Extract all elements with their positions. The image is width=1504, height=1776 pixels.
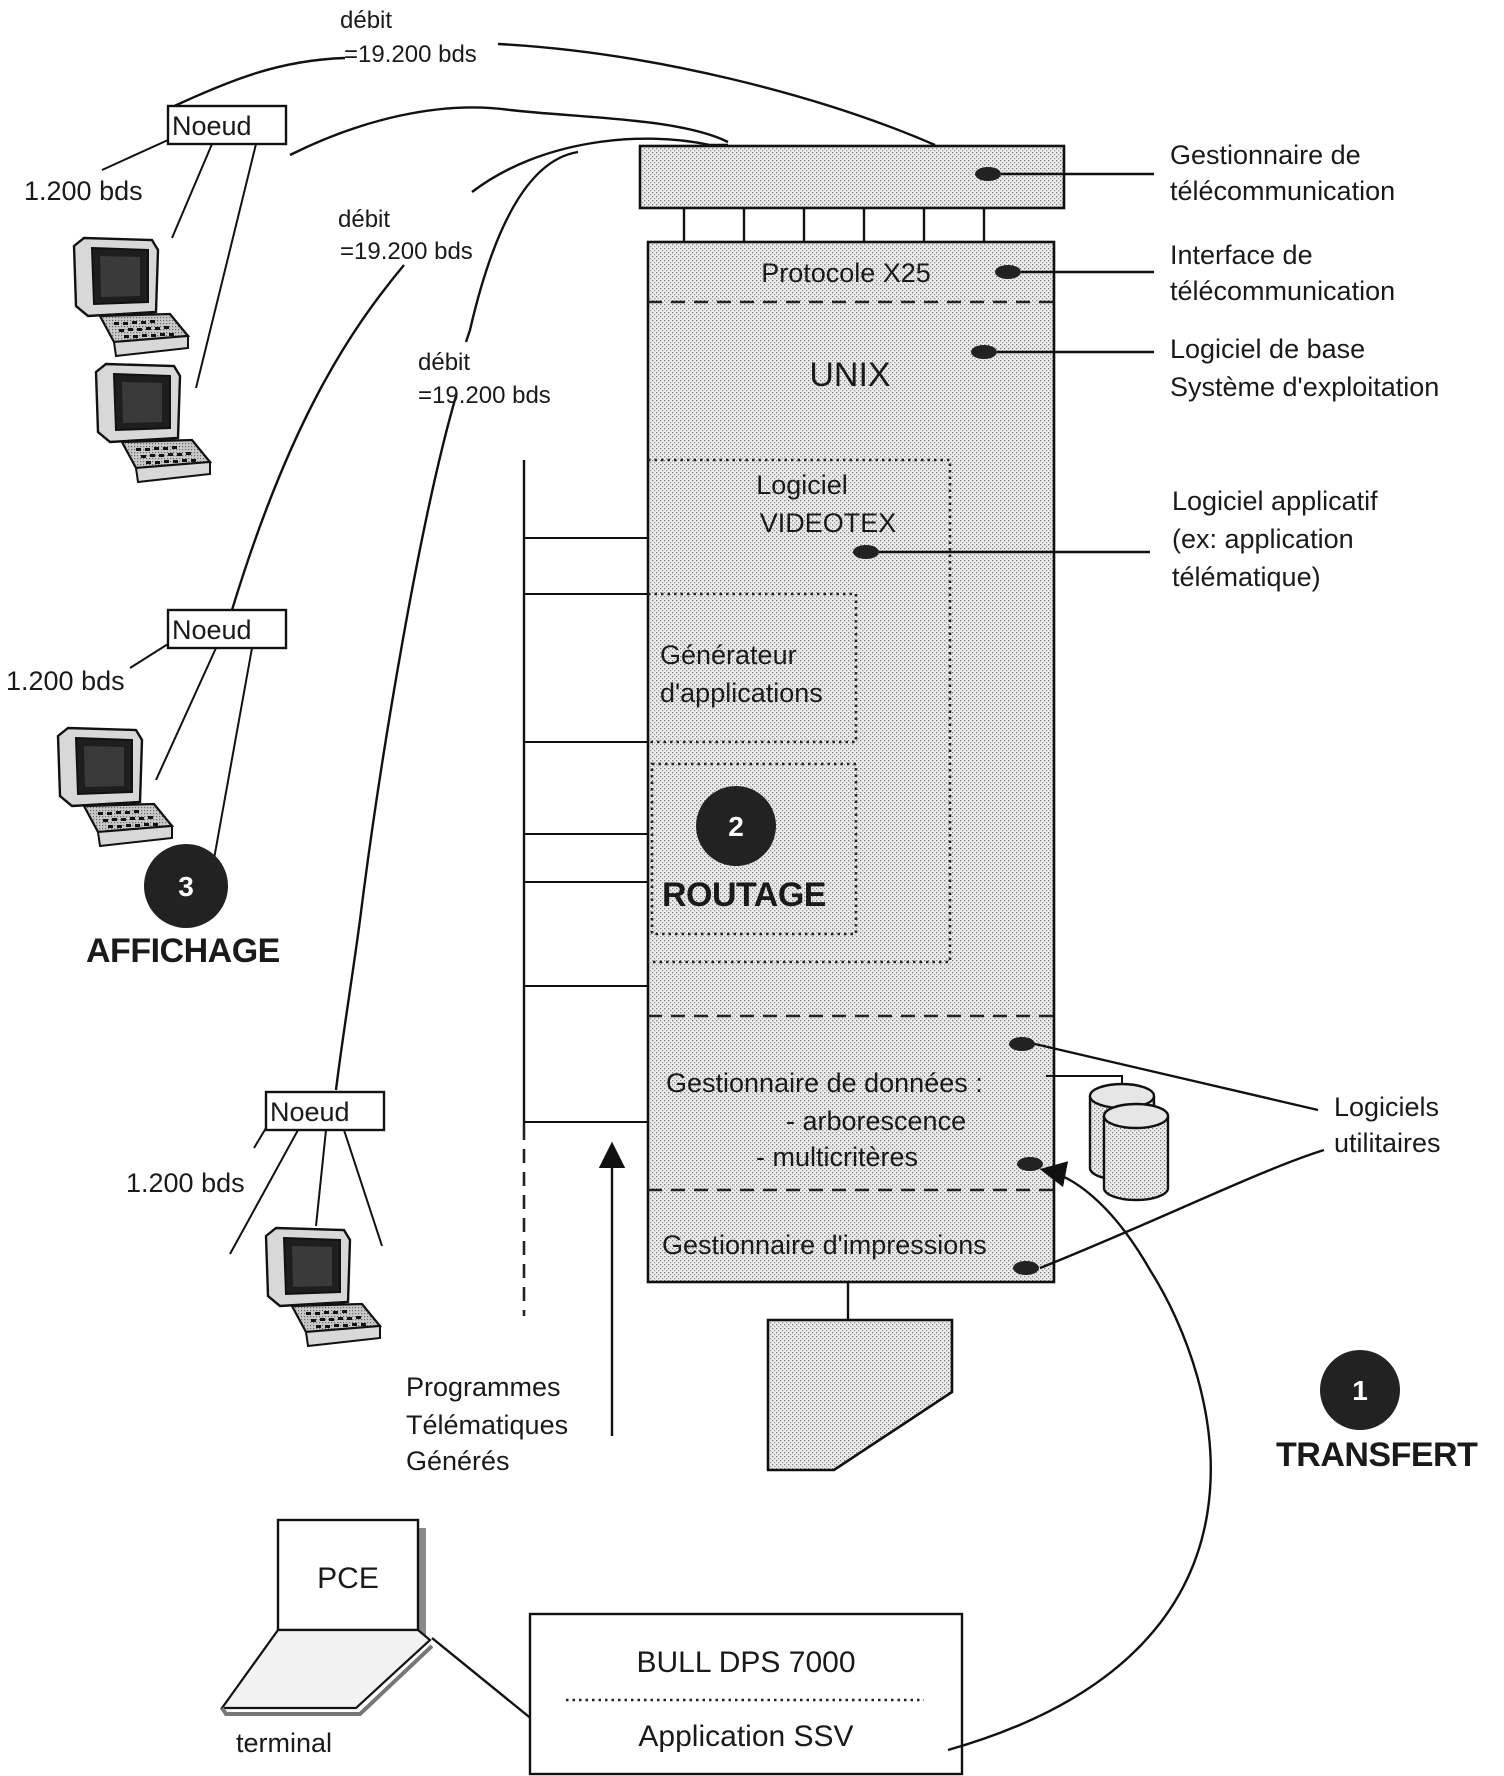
legend-app-software-line3: télématique) <box>1172 562 1321 592</box>
legend-telecom-manager-line2: télécommunication <box>1170 176 1395 206</box>
node3-rate: 1.200 bds <box>126 1168 245 1198</box>
legend-utilities-line2: utilitaires <box>1334 1128 1441 1158</box>
debit-label-1: débit <box>340 7 392 34</box>
debit-label-2: débit <box>338 206 390 233</box>
pce-label: PCE <box>317 1562 379 1595</box>
legend-base-software-line2: Système d'exploitation <box>1170 372 1439 402</box>
terminal-icon-1b <box>94 362 212 484</box>
link-node1-right <box>497 42 936 147</box>
data-manager-line1: Gestionnaire de données : <box>666 1068 983 1098</box>
pce-keyboard <box>219 1628 432 1710</box>
terminal-icon-1a <box>72 236 190 358</box>
link-node3-upper <box>464 150 579 343</box>
node-box-1 <box>166 104 288 146</box>
videotex-line2: VIDEOTEX <box>760 508 897 538</box>
node1-rate: 1.200 bds <box>24 176 143 206</box>
programs-line1: Programmes <box>406 1372 561 1402</box>
programs-bus-taps <box>524 537 648 1123</box>
step-badge-2 <box>696 786 776 866</box>
step-label-affichage: AFFICHAGE <box>86 932 280 970</box>
utilities-leader-data <box>1034 1042 1319 1112</box>
debit-rate-2: =19.200 bds <box>340 238 473 265</box>
videotex-region <box>648 458 952 964</box>
programs-line2: Télématiques <box>406 1410 568 1440</box>
legend-telecom-manager-line1: Gestionnaire de <box>1170 140 1361 170</box>
routing-label: ROUTAGE <box>662 876 826 914</box>
node2-rate: 1.200 bds <box>6 666 125 696</box>
unix-label: UNIX <box>809 356 890 394</box>
unix-dot <box>971 345 997 359</box>
link-mid-arc <box>289 106 729 157</box>
programs-line3: Générés <box>406 1446 510 1476</box>
pce-caption: terminal <box>236 1728 332 1758</box>
mainframe-app: Application SSV <box>638 1720 853 1753</box>
print-manager-dot <box>1013 1261 1039 1275</box>
legend-app-software-line1: Logiciel applicatif <box>1172 486 1378 516</box>
node3-wire-a <box>229 1129 299 1255</box>
node-label-1: Noeud <box>172 111 252 141</box>
node3-wire-b <box>315 1129 327 1227</box>
telecom-manager-dot <box>975 167 1001 181</box>
legend-utilities-line1: Logiciels <box>1334 1092 1439 1122</box>
telecom-connectors <box>682 208 986 242</box>
pce-keyboard-shadow <box>220 1644 434 1716</box>
generator-region <box>648 592 858 744</box>
data-manager-line3: - multicritères <box>756 1142 918 1172</box>
generator-line1: Générateur <box>660 640 797 670</box>
step-badge-3 <box>144 844 228 928</box>
terminal-icon-2 <box>56 726 174 848</box>
node2-wire-a <box>155 647 217 781</box>
server-column <box>646 240 1056 1284</box>
protocol-label: Protocole X25 <box>761 258 931 288</box>
legend-base-software-line1: Logiciel de base <box>1170 334 1365 364</box>
node1-rate-leader <box>101 139 169 171</box>
transfer-arc <box>947 1161 1212 1752</box>
step-badge-1 <box>1320 1350 1400 1430</box>
step-label-transfert: TRANSFERT <box>1276 1436 1478 1474</box>
legend-telecom-interface-line1: Interface de <box>1170 240 1313 270</box>
database-icon-front <box>1102 1102 1170 1202</box>
debit-label-3: débit <box>418 349 470 376</box>
node1-wire-a <box>171 143 213 239</box>
mainframe-title: BULL DPS 7000 <box>636 1646 855 1679</box>
link-node1-left <box>169 56 346 110</box>
print-manager-label: Gestionnaire d'impressions <box>662 1230 987 1260</box>
node-label-2: Noeud <box>172 615 252 645</box>
link-mid-arc-2 <box>471 137 728 193</box>
node3-wire-c <box>343 1129 383 1247</box>
node3-rate-leader <box>253 1127 267 1149</box>
generator-line2: d'applications <box>660 678 823 708</box>
node2-rate-leader <box>129 643 169 669</box>
debit-rate-1: =19.200 bds <box>344 41 477 68</box>
utilities-leader-print <box>1039 1148 1325 1270</box>
telecom-manager-bar <box>638 144 1066 210</box>
link-node3-lower <box>334 395 458 1091</box>
videotex-line1: Logiciel <box>756 470 848 500</box>
debit-rate-3: =19.200 bds <box>418 382 551 409</box>
legend-telecom-interface-line2: télécommunication <box>1170 276 1395 306</box>
link-node2-upper <box>230 264 405 611</box>
terminal-icon-3 <box>264 1226 382 1348</box>
node2-wire-b <box>211 647 253 871</box>
step-number-2: 2 <box>728 811 744 842</box>
data-manager-dot-2 <box>1017 1157 1043 1171</box>
printer-output <box>766 1318 954 1472</box>
node-label-3: Noeud <box>270 1097 350 1127</box>
data-manager-dot <box>1009 1037 1035 1051</box>
data-manager-line2: - arborescence <box>786 1106 966 1136</box>
node1-wire-b <box>195 143 257 389</box>
protocol-dot <box>995 265 1021 279</box>
node-box-2 <box>166 608 288 650</box>
videotex-dot <box>853 545 879 559</box>
step-number-1: 1 <box>1352 1375 1368 1406</box>
mainframe-box <box>528 1612 964 1776</box>
step-number-3: 3 <box>178 871 194 902</box>
legend-app-software-line2: (ex: application <box>1172 524 1354 554</box>
